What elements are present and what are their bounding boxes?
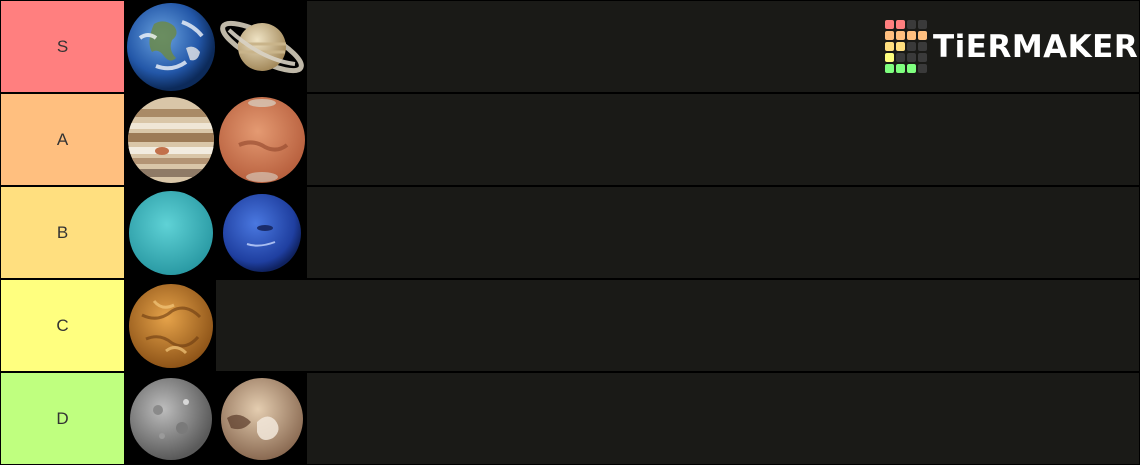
logo-text: TiERMAKER	[933, 28, 1139, 65]
planet-tile-venus[interactable]	[125, 280, 216, 371]
planet-tile-saturn[interactable]	[216, 1, 307, 92]
planet-tile-mercury[interactable]	[125, 373, 216, 464]
neptune-icon	[222, 193, 301, 272]
mars-icon	[218, 96, 305, 183]
pluto-icon	[220, 377, 303, 460]
venus-icon	[128, 283, 213, 368]
tier-items-d	[125, 373, 307, 464]
tier-drop-area-d[interactable]	[307, 373, 1139, 464]
saturn-icon	[219, 20, 304, 73]
planet-tile-neptune[interactable]	[216, 187, 307, 278]
planet-tile-mars[interactable]	[216, 94, 307, 185]
tier-row-b: B	[1, 187, 1139, 280]
tier-items-s	[125, 1, 307, 92]
tier-row-s: S	[1, 1, 1139, 94]
tier-label-s[interactable]: S	[1, 1, 125, 92]
tier-drop-area-a[interactable]	[307, 94, 1139, 185]
tier-items-b	[125, 187, 307, 278]
planet-tile-uranus[interactable]	[125, 187, 216, 278]
mercury-icon	[129, 377, 212, 460]
tier-row-c: C	[1, 280, 1139, 373]
planet-tile-jupiter[interactable]	[125, 94, 216, 185]
jupiter-icon	[127, 96, 214, 183]
uranus-icon	[128, 190, 213, 275]
tier-row-d: D	[1, 373, 1139, 464]
tier-label-a[interactable]: A	[1, 94, 125, 185]
tier-items-a	[125, 94, 307, 185]
tier-items-c	[125, 280, 216, 371]
tier-row-a: A	[1, 94, 1139, 187]
tier-label-c[interactable]: C	[1, 280, 125, 371]
tier-label-b[interactable]: B	[1, 187, 125, 278]
tier-drop-area-s[interactable]	[307, 1, 1139, 92]
planet-tile-pluto[interactable]	[216, 373, 307, 464]
logo-grid-icon	[885, 20, 927, 73]
tiermaker-logo: TiERMAKER	[885, 20, 1138, 73]
tier-drop-area-b[interactable]	[307, 187, 1139, 278]
tier-drop-area-c[interactable]	[216, 280, 1139, 371]
earth-icon	[126, 2, 215, 91]
tier-label-d[interactable]: D	[1, 373, 125, 464]
planet-tile-earth[interactable]	[125, 1, 216, 92]
